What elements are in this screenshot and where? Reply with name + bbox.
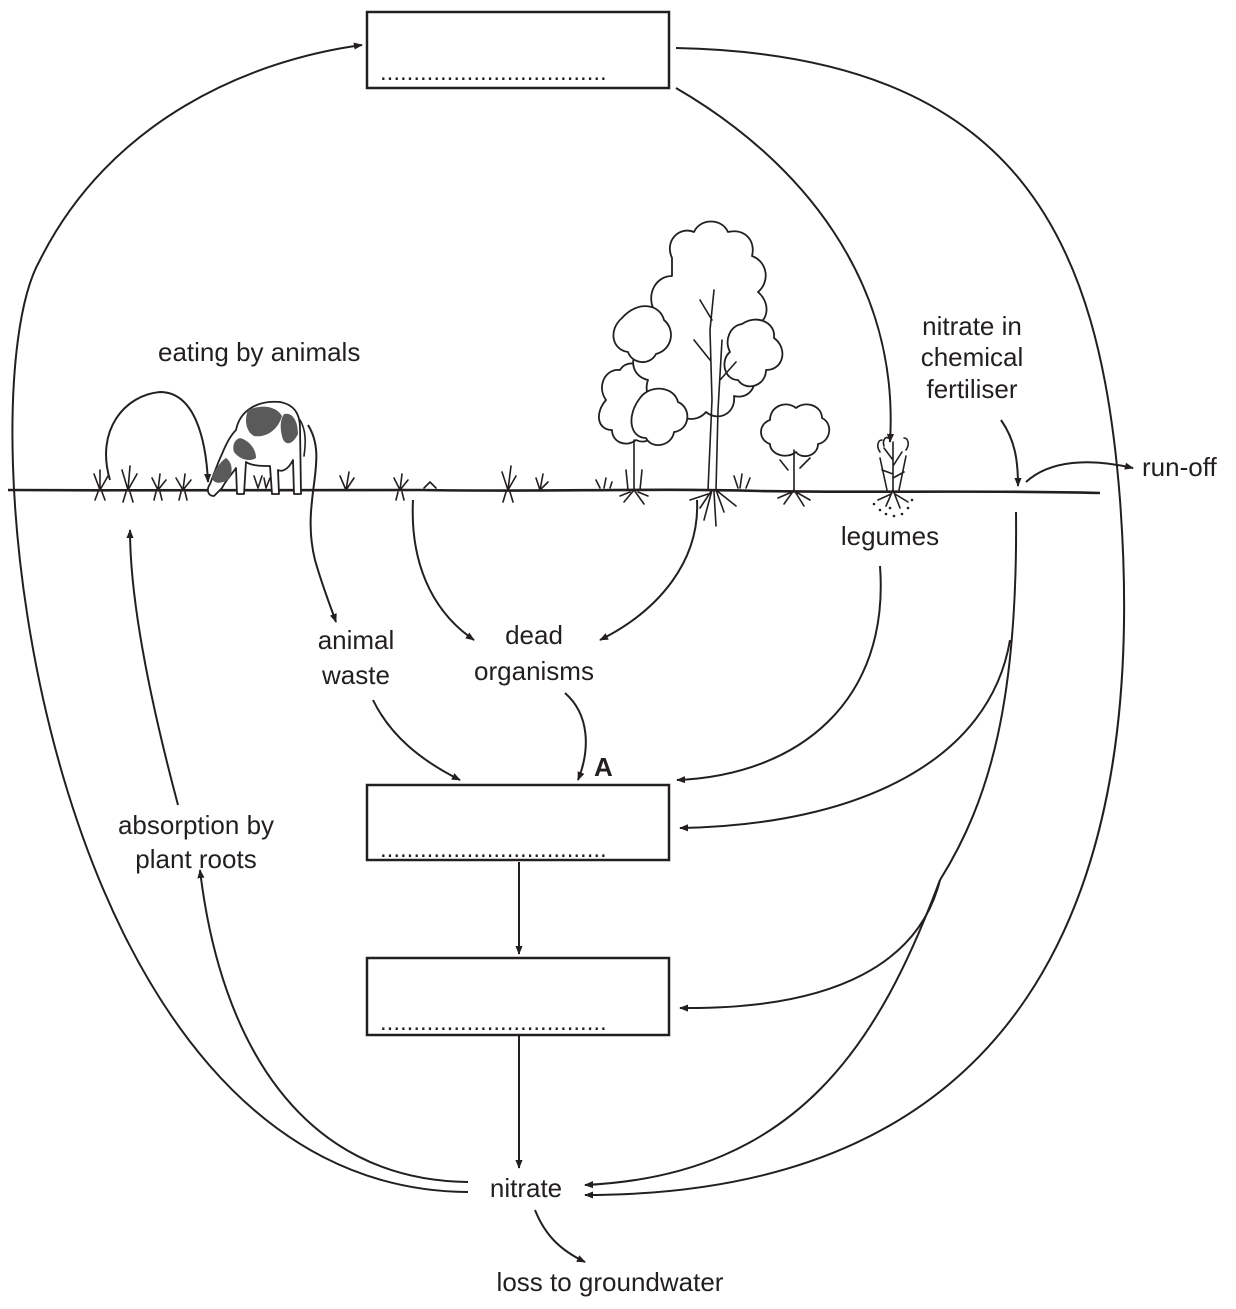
middle-answer-box[interactable]: .................................. bbox=[365, 783, 671, 863]
arrow-nitrate-to-groundwater bbox=[534, 1209, 586, 1263]
arrow-fertiliser-to-ground bbox=[1000, 419, 1022, 487]
label-legumes: legumes bbox=[841, 521, 939, 551]
label-eating-by-animals: eating by animals bbox=[158, 337, 360, 367]
middle-answer-line: .................................. bbox=[380, 836, 607, 863]
fertiliser-trunk-line bbox=[939, 511, 1018, 881]
label-fertiliser: fertiliser bbox=[926, 374, 1017, 404]
arrow-fertiliser-to-lower-box bbox=[679, 879, 941, 1012]
arrow-fertiliser-to-middle-box bbox=[679, 639, 1011, 832]
label-nitrate-in: nitrate in bbox=[922, 311, 1022, 341]
arrow-nitrate-to-top-box bbox=[11, 42, 469, 1193]
arrow-legumes-to-box bbox=[676, 565, 882, 784]
grass-tufts bbox=[93, 465, 751, 503]
label-absorption-by: absorption by bbox=[118, 810, 274, 840]
label-animal: animal bbox=[318, 625, 395, 655]
label-a: A bbox=[594, 752, 613, 782]
arrow-dead-organisms-to-box bbox=[564, 692, 587, 781]
arrow-absorption-to-grass bbox=[126, 529, 179, 806]
arrow-top-box-to-legumes bbox=[675, 87, 895, 443]
arrow-cow-to-animal-waste bbox=[307, 424, 337, 623]
arrow-eating-by-animals bbox=[105, 390, 212, 483]
label-chemical: chemical bbox=[921, 342, 1024, 372]
grazing-cow-illustration bbox=[207, 400, 306, 497]
arrow-grass-to-dead-organisms bbox=[411, 499, 475, 641]
arrow-tree-to-dead-organisms bbox=[599, 499, 699, 641]
arrow-fertiliser-to-nitrate bbox=[584, 879, 941, 1189]
label-dead: dead bbox=[505, 620, 563, 650]
label-loss-to-groundwater: loss to groundwater bbox=[497, 1267, 724, 1297]
arrow-animal-waste-to-box bbox=[372, 699, 461, 781]
arrow-top-box-to-nitrate bbox=[584, 47, 1126, 1199]
ground-line bbox=[7, 488, 1101, 495]
trees-illustration bbox=[598, 220, 831, 527]
label-waste: waste bbox=[321, 660, 390, 690]
top-answer-box[interactable]: .................................. bbox=[365, 10, 671, 90]
label-plant-roots: plant roots bbox=[135, 844, 256, 874]
top-answer-line: .................................. bbox=[380, 59, 607, 86]
lower-answer-line: .................................. bbox=[380, 1009, 607, 1036]
label-run-off: run-off bbox=[1142, 452, 1217, 482]
arrow-run-off bbox=[1025, 461, 1134, 483]
legume-plant-illustration bbox=[872, 436, 914, 518]
lower-answer-box[interactable]: .................................. bbox=[365, 956, 671, 1037]
arrow-nitrate-to-absorption bbox=[197, 869, 469, 1183]
label-organisms: organisms bbox=[474, 656, 594, 686]
label-nitrate: nitrate bbox=[490, 1173, 562, 1203]
